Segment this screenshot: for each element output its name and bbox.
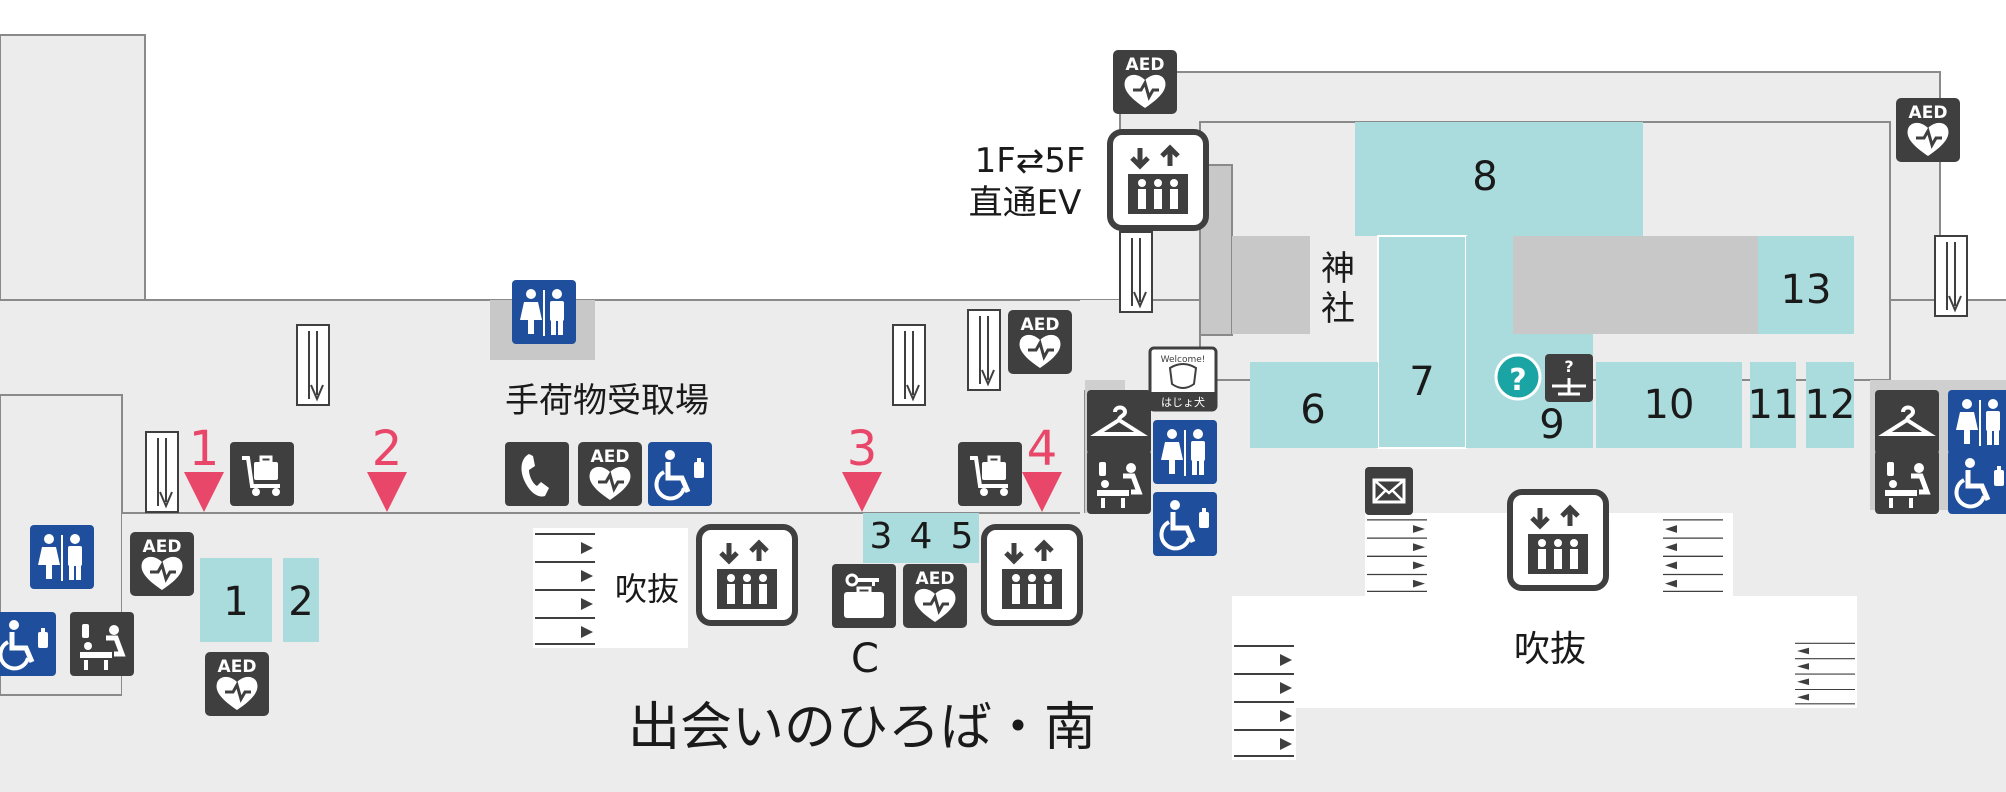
escalator-icon bbox=[532, 527, 598, 649]
atrium-left-label: 吹抜 bbox=[615, 570, 679, 608]
shop-1[interactable] bbox=[200, 558, 272, 642]
shrine-label-1: 神 bbox=[1321, 249, 1355, 289]
shop-label-13: 13 bbox=[1781, 267, 1832, 313]
wheelchair-icon bbox=[1153, 492, 1217, 556]
aed-icon bbox=[203, 650, 271, 718]
stairs-down-icon bbox=[145, 431, 179, 513]
gate-2: 2 bbox=[367, 421, 407, 512]
restroom-icon bbox=[512, 280, 576, 344]
ev-direct-label: 直通EV bbox=[969, 183, 1082, 223]
baby-care-icon bbox=[1087, 450, 1151, 514]
shop-label-11: 11 bbox=[1748, 382, 1799, 428]
gate-arrow-icon bbox=[367, 472, 407, 512]
lost-and-found-icon: ? bbox=[1545, 354, 1593, 402]
information-counter[interactable]: ? bbox=[1494, 353, 1542, 401]
baby-care-icon bbox=[70, 612, 134, 676]
escalator-icon bbox=[1231, 639, 1297, 761]
stairs-down-icon bbox=[296, 324, 330, 406]
gate-arrow-icon bbox=[1022, 472, 1062, 512]
gate-label-1: 1 bbox=[189, 421, 220, 477]
welcome-text: Welcome! bbox=[1161, 355, 1206, 365]
shop-label-12: 12 bbox=[1805, 382, 1856, 428]
welcome-dog-sign: Welcome! はじょ犬 bbox=[1148, 346, 1218, 412]
atrium-right-label: 吹抜 bbox=[1514, 629, 1586, 670]
info-icon[interactable] bbox=[1494, 353, 1542, 401]
shop-13[interactable] bbox=[1758, 236, 1854, 334]
wheelchair-icon bbox=[648, 442, 712, 506]
telephone-icon bbox=[505, 442, 569, 506]
gate-3: 3 bbox=[842, 421, 882, 512]
baggage-cart-icon bbox=[228, 440, 296, 508]
mailbox-icon bbox=[1363, 465, 1415, 517]
escalator-icon bbox=[1364, 515, 1430, 595]
aed-icon bbox=[576, 440, 644, 508]
shop-7[interactable] bbox=[1377, 235, 1467, 449]
elevator-icon[interactable] bbox=[984, 527, 1080, 623]
baggage-cart-icon bbox=[956, 440, 1024, 508]
aed-icon bbox=[901, 562, 969, 630]
gate-label-4: 4 bbox=[1027, 421, 1058, 477]
aed-icon bbox=[1894, 96, 1962, 164]
ev-floors-label: 1F⇄5F bbox=[975, 141, 1086, 181]
service-room bbox=[1513, 236, 1758, 334]
escalator-icon bbox=[1660, 515, 1726, 595]
svg-text:?: ? bbox=[1564, 357, 1573, 376]
stairs-down-icon bbox=[1934, 235, 1968, 317]
direct-elevator-icon[interactable] bbox=[1110, 132, 1206, 228]
elevator-icon[interactable] bbox=[699, 527, 795, 623]
shop-11[interactable] bbox=[1750, 362, 1796, 448]
shop-label-2: 2 bbox=[288, 579, 313, 625]
shop-label-5: 5 bbox=[951, 516, 974, 557]
welcome-dog-text: はじょ犬 bbox=[1161, 395, 1205, 409]
baby-care-icon bbox=[1875, 450, 1939, 514]
info-icon-text: ? bbox=[1509, 363, 1526, 398]
shop-label-4: 4 bbox=[910, 516, 933, 557]
shrine-room bbox=[1232, 236, 1310, 334]
restroom-icon bbox=[30, 525, 94, 589]
shop-label-9: 9 bbox=[1539, 402, 1564, 448]
gate-arrow-icon bbox=[842, 472, 882, 512]
wheelchair-icon bbox=[0, 612, 56, 676]
cloakroom-icon bbox=[1085, 388, 1153, 456]
restroom-icon bbox=[1153, 420, 1217, 484]
wheelchair-icon bbox=[1948, 450, 2006, 514]
aed-icon bbox=[128, 530, 196, 598]
shop-label-1: 1 bbox=[223, 579, 248, 625]
gate-4: 4 bbox=[1022, 421, 1062, 512]
shop-label-6: 6 bbox=[1300, 387, 1325, 433]
restroom-icon bbox=[1948, 390, 2006, 454]
aed-icon bbox=[1006, 308, 1074, 376]
plaza-label: 出会いのひろば・南 bbox=[628, 698, 1096, 758]
shop-2[interactable] bbox=[283, 558, 319, 642]
shops bbox=[200, 122, 1854, 642]
shop-label-3: 3 bbox=[870, 516, 893, 557]
shop-label-10: 10 bbox=[1644, 382, 1695, 428]
elevator-icon[interactable] bbox=[1510, 492, 1606, 588]
shop-10[interactable] bbox=[1596, 362, 1742, 448]
stairs-down-icon bbox=[967, 309, 1001, 391]
cloakroom-icon bbox=[1873, 388, 1941, 456]
stairs-down-icon bbox=[1119, 231, 1153, 313]
c-area-label: C bbox=[851, 636, 879, 682]
stairs-down-icon bbox=[892, 324, 926, 406]
gate-arrow-icon bbox=[184, 472, 224, 512]
shop-3-5[interactable] bbox=[863, 513, 979, 563]
shrine-label-2: 社 bbox=[1321, 289, 1355, 329]
gate-label-3: 3 bbox=[847, 421, 878, 477]
baggage-claim-label: 手荷物受取場 bbox=[505, 381, 709, 421]
shop-label-8: 8 bbox=[1472, 154, 1497, 200]
coin-locker-icon bbox=[830, 562, 898, 630]
shop-6[interactable] bbox=[1250, 362, 1378, 448]
shop-12[interactable] bbox=[1806, 362, 1854, 448]
gate-1: 1 bbox=[184, 421, 224, 512]
gate-label-2: 2 bbox=[372, 421, 403, 477]
escalator-icon bbox=[1792, 639, 1858, 707]
shop-8[interactable] bbox=[1355, 122, 1643, 236]
aed-icon bbox=[1111, 48, 1179, 116]
shop-label-7: 7 bbox=[1409, 359, 1434, 405]
